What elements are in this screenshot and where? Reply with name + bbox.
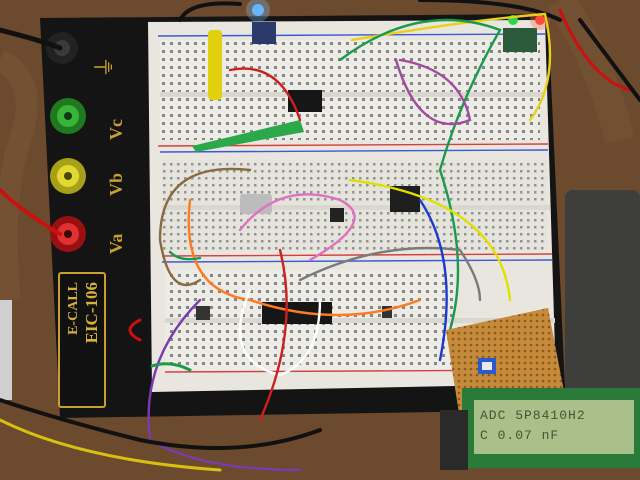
- ic-chip-2: [262, 302, 332, 324]
- relay-black: [390, 186, 420, 212]
- terminal-yellow: [50, 158, 86, 194]
- pushbutton-3: [382, 306, 392, 318]
- red-led: [535, 15, 545, 25]
- terminal-green: [50, 98, 86, 134]
- gray-object-right: [565, 190, 640, 400]
- brand-name: E-CALL: [66, 282, 81, 335]
- terminal-label-vc: Vc: [106, 119, 126, 140]
- ic-chip-1: [288, 90, 322, 112]
- lcd-line-1: ADC 5P8410H2: [480, 408, 586, 423]
- model-number: EIC-106: [82, 282, 101, 344]
- brand-plate: E-CALL EIC-106: [58, 272, 106, 408]
- blue-led: [252, 4, 264, 16]
- led-module-2: [503, 28, 537, 52]
- lcd-line-2: C 0.07 nF: [480, 428, 560, 443]
- breadboard-holes-a: [160, 40, 540, 140]
- crystal: [240, 194, 272, 214]
- green-probe: [192, 120, 304, 152]
- led-module-1: [252, 22, 276, 44]
- terminal-label-va: Va: [106, 233, 126, 254]
- terminal-red: [50, 216, 86, 252]
- pushbutton: [330, 208, 344, 222]
- terminal-label-vb: Vb: [106, 172, 126, 196]
- svg-text:⏚: ⏚: [92, 56, 117, 78]
- pushbutton-2: [196, 306, 210, 320]
- yellow-probe: [208, 30, 222, 100]
- lcd-screen: [474, 400, 634, 454]
